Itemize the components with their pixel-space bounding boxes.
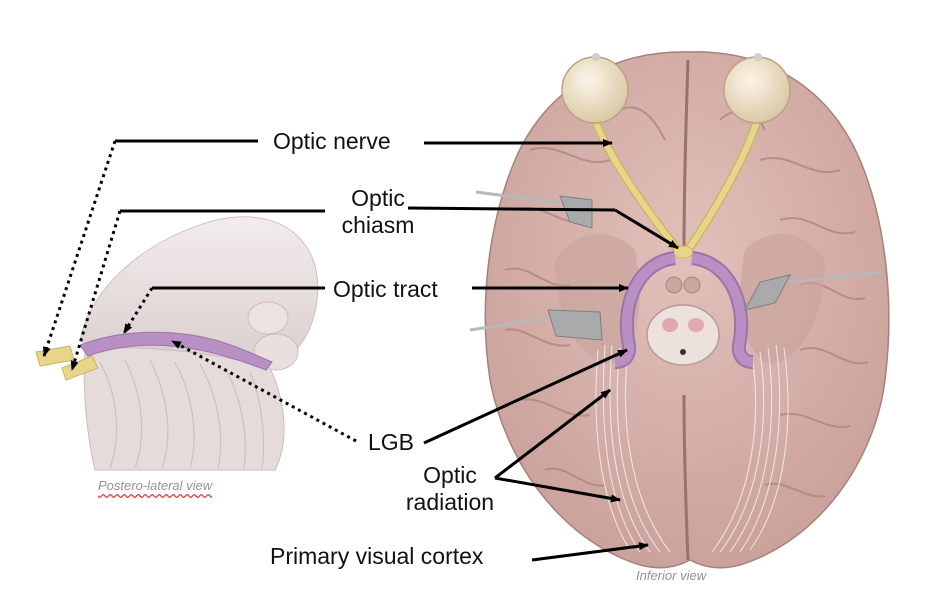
annotation-arrows xyxy=(42,139,679,562)
postero-lateral-brainstem-illustration xyxy=(35,216,319,471)
arrow-optic-radiation-2 xyxy=(494,476,621,503)
arrow-lgb-right xyxy=(423,348,628,445)
label-optic-chiasm: Optic chiasm xyxy=(333,185,423,239)
label-optic-tract: Optic tract xyxy=(333,276,438,302)
label-optic-chiasm-line1: Optic xyxy=(351,185,405,211)
label-optic-chiasm-line2: chiasm xyxy=(341,212,415,238)
label-optic-nerve: Optic nerve xyxy=(273,128,391,154)
arrow-primary-visual-cortex xyxy=(531,542,649,562)
arrow-optic-chiasm-right-2 xyxy=(614,208,679,250)
arrow-optic-chiasm-right xyxy=(407,206,616,212)
inferior-brain-illustration xyxy=(469,51,890,569)
label-optic-radiation-line1: Optic xyxy=(423,462,477,488)
label-primary-visual-cortex: Primary visual cortex xyxy=(270,543,484,569)
arrow-optic-radiation-1 xyxy=(494,388,611,480)
arrow-optic-nerve-left-dotted xyxy=(42,140,117,357)
label-optic-radiation-line2: radiation xyxy=(405,489,495,515)
caption-postero-lateral-view: Postero-lateral view xyxy=(98,478,213,493)
label-lgb: LGB xyxy=(368,429,415,455)
arrow-optic-tract-left-dotted xyxy=(122,287,154,334)
label-optic-radiation: Optic radiation xyxy=(390,462,510,516)
caption-inferior-view: Inferior view xyxy=(636,568,707,583)
